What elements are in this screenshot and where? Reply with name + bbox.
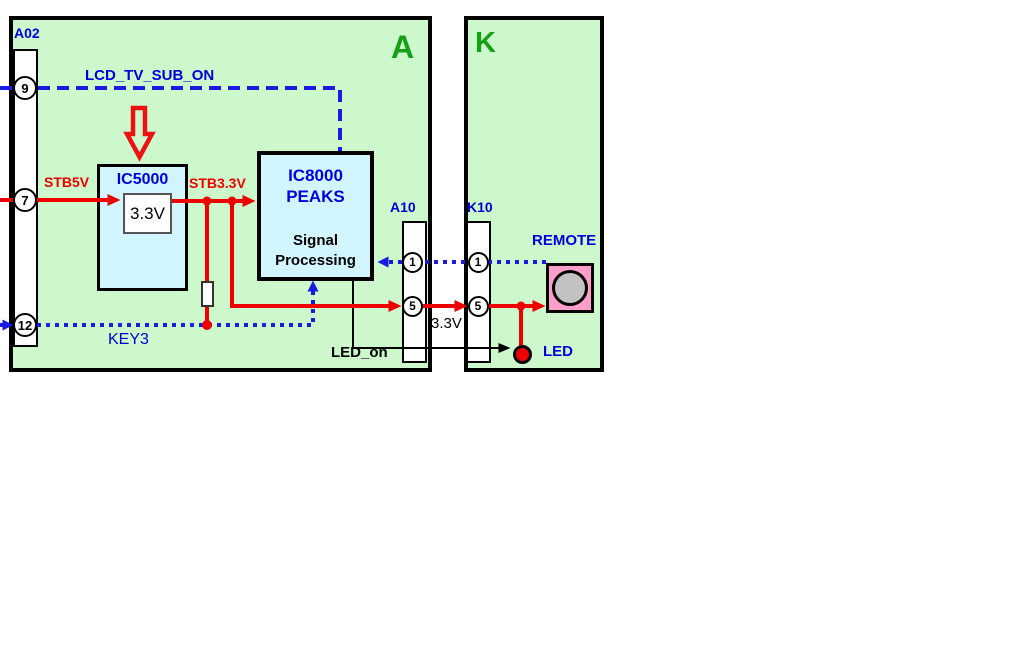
ic8000-block: IC8000 PEAKS Signal Processing: [257, 151, 374, 281]
signal-key3-label: KEY3: [108, 331, 149, 348]
pin-number: 1: [409, 255, 416, 269]
connector-a10-label: A10: [390, 199, 416, 215]
pin-number: 7: [21, 192, 29, 208]
pin-number: 5: [474, 299, 482, 313]
pin-a02-9: 9: [13, 76, 37, 100]
signal-stb5v-label: STB5V: [44, 174, 90, 190]
ic8000-function: Signal Processing: [261, 231, 370, 271]
connector-k10-strip: [466, 221, 491, 363]
signal-stb3v3-label: STB3.3V: [189, 175, 246, 191]
pin-number: 1: [474, 255, 482, 269]
pin-a10-1: 1: [402, 251, 423, 273]
ic8000-title: IC8000 PEAKS: [261, 165, 370, 207]
board-k-letter: K: [475, 27, 496, 59]
ic8000-name: IC8000: [288, 166, 343, 185]
connector-a10-strip: [402, 221, 427, 363]
pin-a10-5: 5: [402, 295, 423, 317]
connector-a02-label: A02: [14, 25, 40, 41]
ic8000-function-line1: Signal: [292, 232, 338, 249]
regulator-value-label: 3.3V: [130, 203, 165, 223]
ic8000-subtitle: PEAKS: [286, 187, 345, 206]
remote-ir-lens-icon: [552, 270, 588, 306]
led-label: LED: [543, 343, 573, 360]
ic5000-title: IC5000: [116, 171, 169, 188]
voltage-3v3-label: 3.3V: [431, 315, 462, 332]
pin-k10-5: 5: [467, 295, 489, 317]
signal-lcd-tv-sub-on-label: LCD_TV_SUB_ON: [85, 67, 215, 84]
signal-led-on-label: LED_on: [331, 344, 388, 361]
pin-a02-12: 12: [13, 313, 37, 337]
remote-receiver-box: [546, 263, 594, 313]
board-a-letter: A: [391, 29, 415, 65]
ic8000-function-line2: Processing: [275, 252, 356, 269]
ic5000-regulator-output-box: 3.3V: [123, 193, 172, 234]
pin-a02-7: 7: [13, 188, 37, 212]
pin-number: 12: [17, 317, 33, 333]
remote-label: REMOTE: [532, 232, 597, 249]
connector-k10-label: K10: [467, 199, 493, 215]
pin-number: 9: [21, 80, 29, 96]
pin-number: 5: [409, 299, 416, 313]
led-indicator: [513, 345, 532, 364]
pin-k10-1: 1: [467, 251, 489, 273]
